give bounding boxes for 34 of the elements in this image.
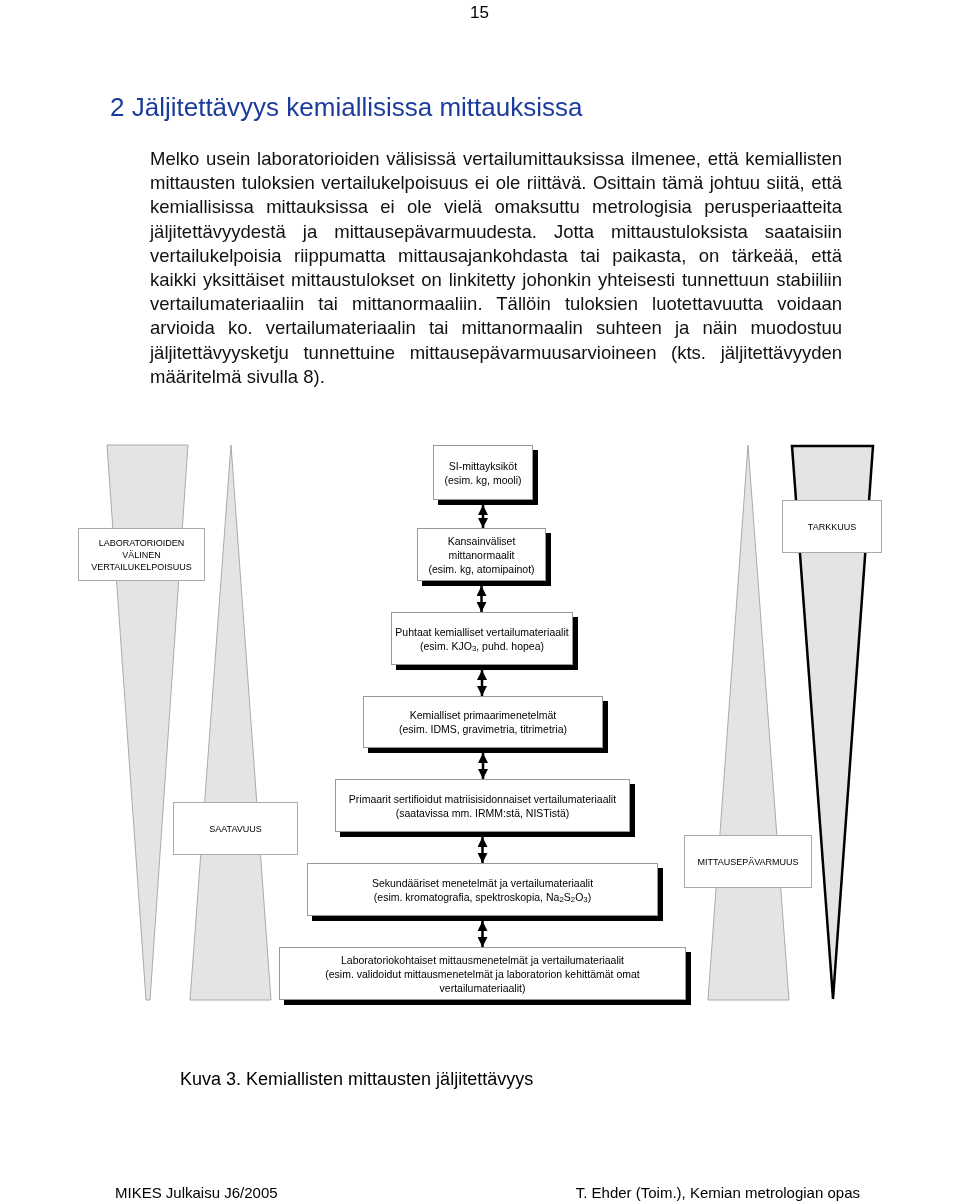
property-label-box xyxy=(684,835,812,888)
page-number: 15 xyxy=(470,2,489,24)
box-text: SI-mittayksiköt xyxy=(448,458,518,473)
property-label-box xyxy=(78,528,205,581)
box-text: (esim. kg, mooli) xyxy=(444,472,522,487)
box-text: (saatavissa mm. IRMM:stä, NISTistä) xyxy=(395,805,570,820)
box-text: Puhtaat kemialliset vertailumateriaalit xyxy=(395,624,569,639)
box-text: MITTAUSEPÄVARMUUS xyxy=(697,855,799,868)
figure-caption: Kuva 3. Kemiallisten mittausten jäljitettävyys xyxy=(180,1068,534,1091)
box-text: (esim. KJO$_{3}$, puhd. hopea) xyxy=(420,638,544,653)
double-arrow xyxy=(477,837,488,863)
box-text: (esim. kromatografia, spektroskopia, Na$_{2}$S$_{2}$O$_{3}$) xyxy=(373,889,592,904)
box-text: Kansainväliset mittanormaalit xyxy=(446,533,517,562)
box-text: (esim. kg, atomipainot) xyxy=(428,561,535,576)
footer-text: MIKES Julkaisu J6/2005 xyxy=(115,1183,278,1203)
box-text: Primaarit sertifioidut matriisisidonnaiset vertailumateriaalit xyxy=(348,791,617,806)
double-arrow xyxy=(476,586,487,612)
box-text: SAATAVUUS xyxy=(209,822,262,835)
double-arrow xyxy=(478,753,488,779)
box-text: Sekundääriset menetelmät ja vertailumateriaalit xyxy=(371,875,594,890)
property-label-box xyxy=(782,500,882,553)
double-arrow xyxy=(478,505,488,528)
box-text: LABORATORIOIDEN VÄLINEN VERTAILUKELPOISUUS xyxy=(90,536,193,573)
box-text: (esim. validoidut mittausmenetelmät ja laboratorion kehittämät omat vertailumateriaalit) xyxy=(324,966,641,995)
box-text: Kemialliset primaarimenetelmät xyxy=(409,708,557,722)
box-text: Laboratoriokohtaiset mittausmenetelmät ja vertailumateriaalit xyxy=(340,952,625,967)
body-paragraph: Melko usein laboratorioiden välisissä vertailumittauksissa ilmenee, että kemiallisten mittausten tuloksien vertailukelpoisuus ei ole riittävä. Osittain tämä johtuu siitä, että kemiallisissa mittauksissa ei ole vielä omaksuttu metrologisia perusperiaatteita jäljitettävyydestä ja mittausepävarmuudesta. Jotta mittaustuloksista saataisiin vertailukelpoisia riippumatta mittausajankohdasta tai paikasta, on tärkeää, että kaikki yksittäiset mittaustulokset on linkitetty johonkin yhteisesti tunnettuun stabiiliin vertailumateriaaliin tai mittanormaaliin. Tällöin tuloksien luotettavuutta voidaan arvioida ko. vertailumateriaalin tai mittanormaalin suhteen ja näin muodostuu jäljitettävyysketju tunnettuine mittausepävarmuusarvioineen (kts. jäljitettävyyden määritelmä sivulla 8). xyxy=(150,147,842,389)
box-text: TARKKUUS xyxy=(807,520,857,533)
section-heading: 2 Jäljitettävyys kemiallisissa mittauksissa xyxy=(110,91,583,124)
footer-text: T. Ehder (Toim.), Kemian metrologian opas xyxy=(575,1183,860,1203)
double-arrow xyxy=(477,921,488,947)
box-text: (esim. IDMS, gravimetria, titrimetria) xyxy=(399,722,567,736)
property-label-box xyxy=(173,802,298,855)
double-arrow xyxy=(477,670,487,696)
